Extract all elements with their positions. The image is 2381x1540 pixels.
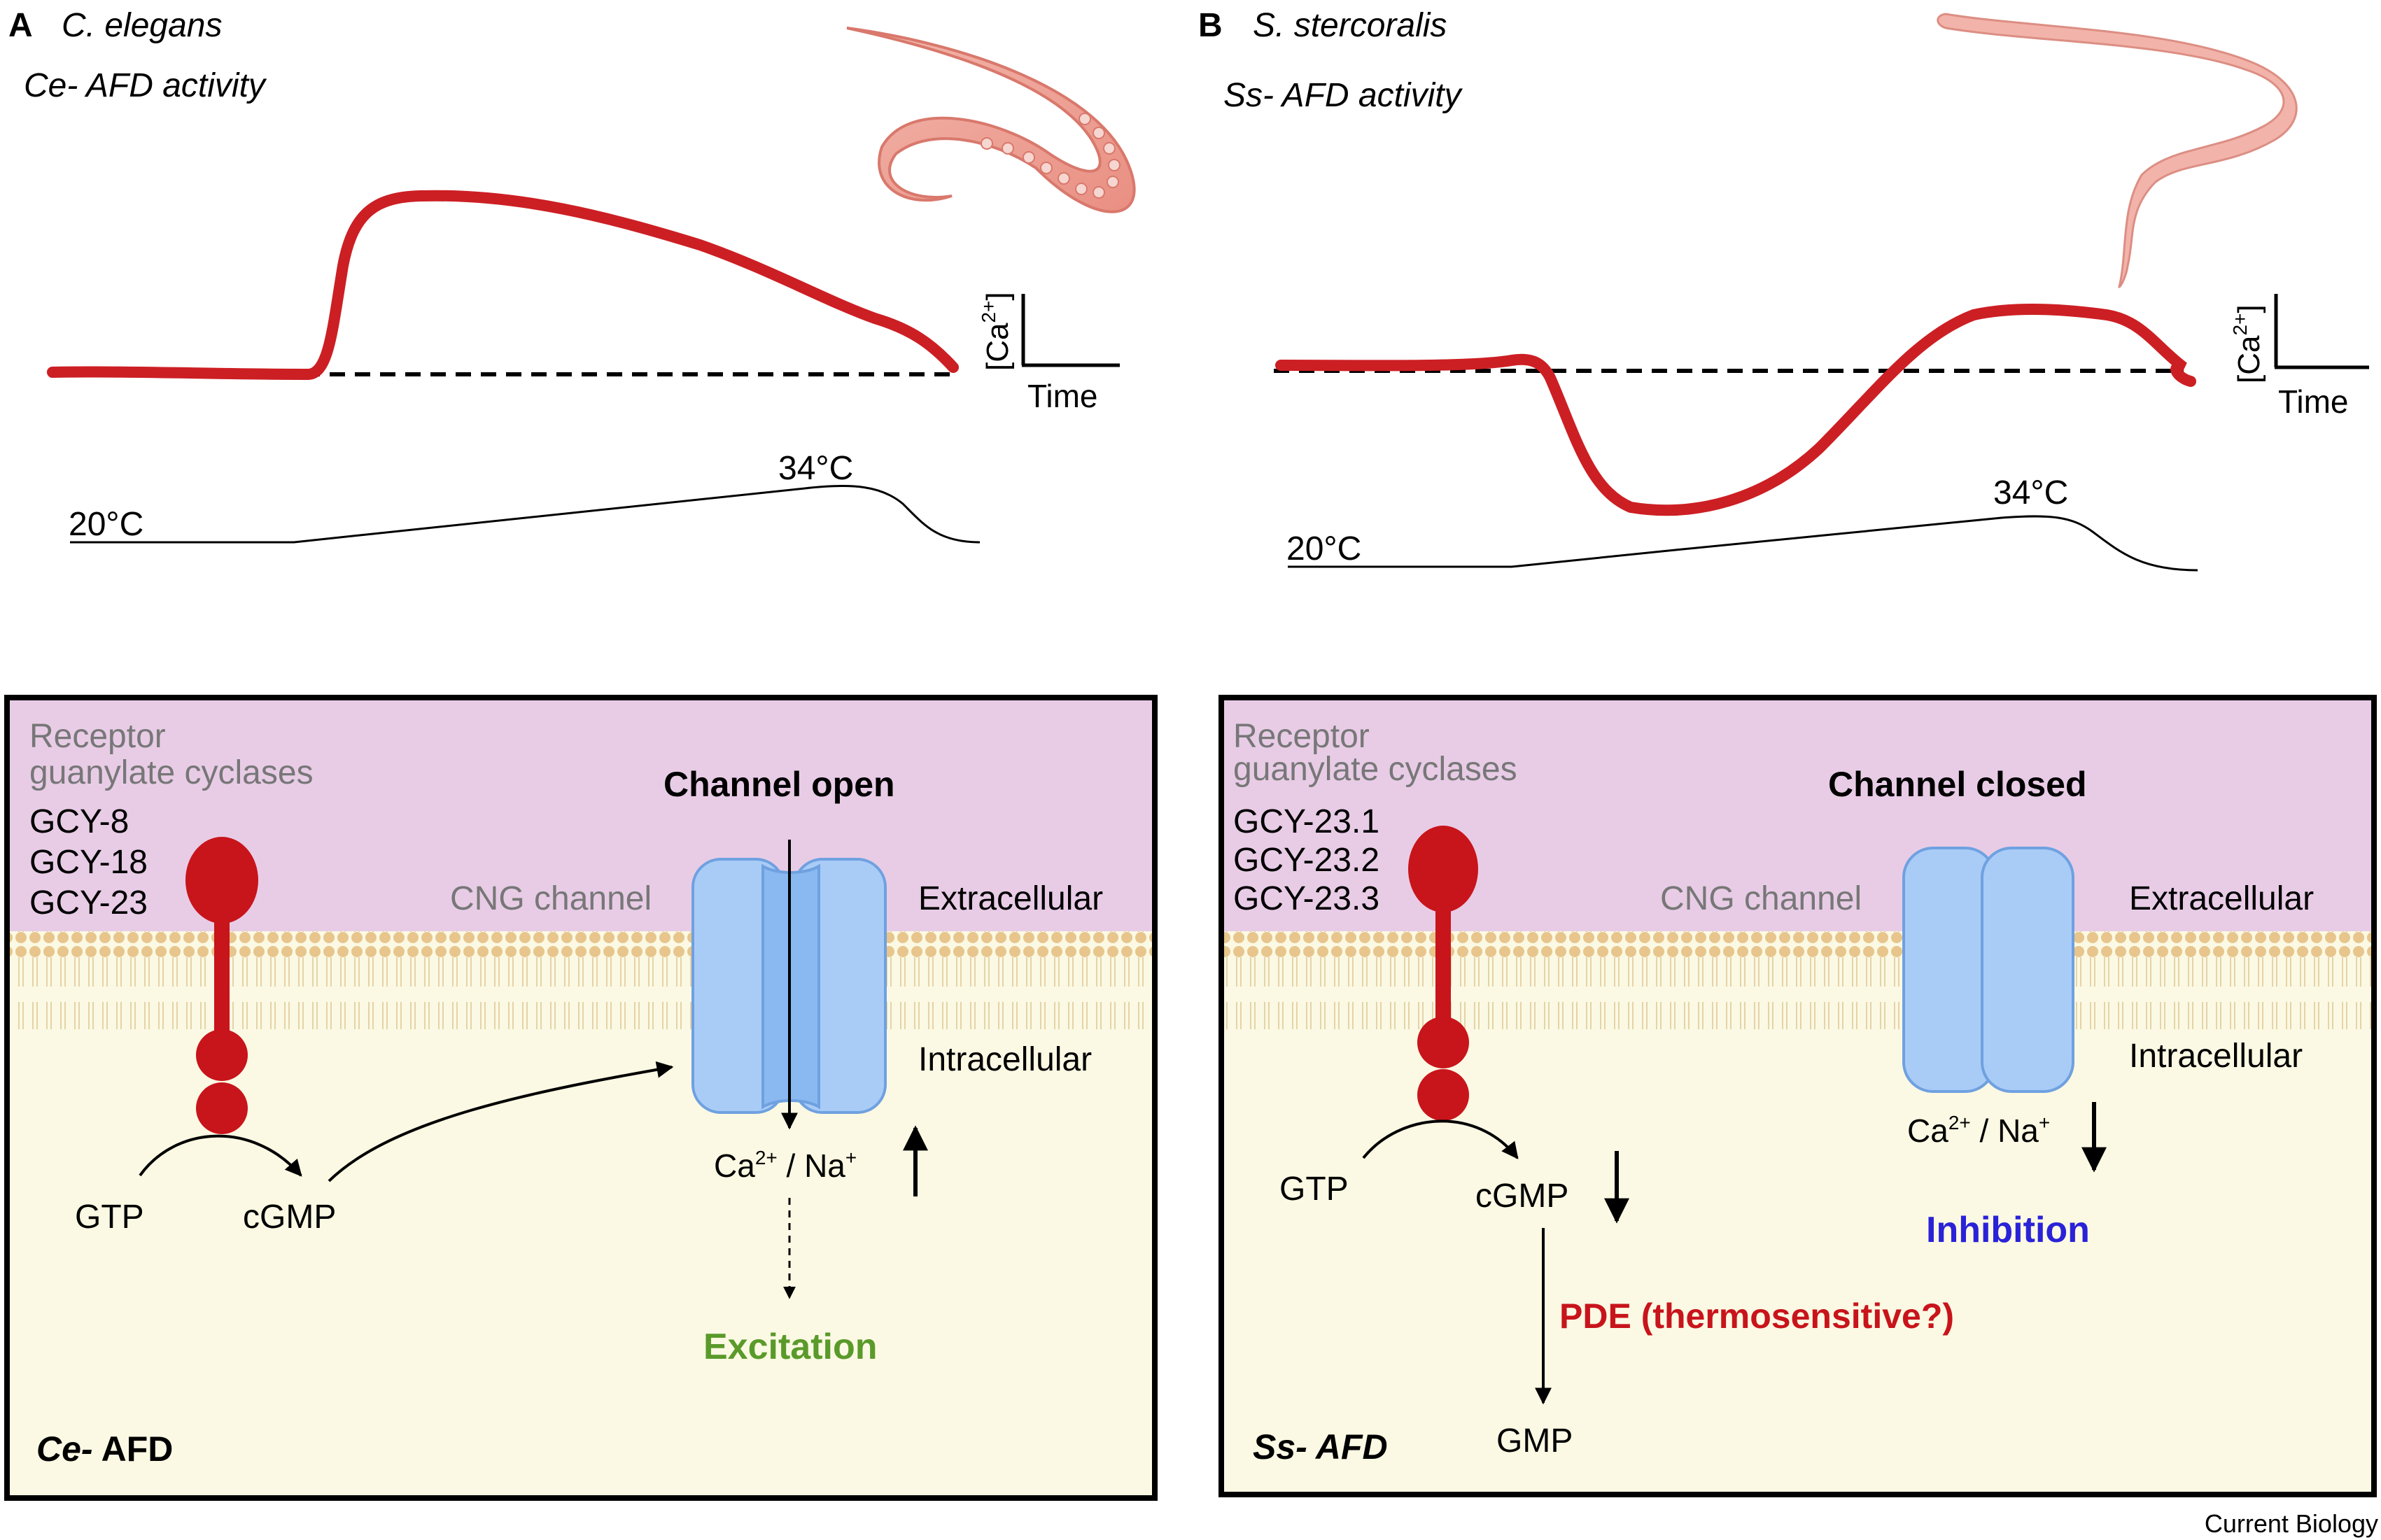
panel-a-scale-time: Time	[1027, 378, 1098, 414]
panel-b-activity-label: Ss- AFD activity	[1223, 77, 1463, 114]
panel-a-species: C. elegans	[62, 7, 222, 44]
panel-b-temp-high: 34°C	[1993, 474, 2068, 511]
panel-a-extracellular-label: Extracellular	[918, 880, 1103, 917]
panel-b-receptor-line2: guanylate cyclases	[1233, 751, 1517, 788]
panel-b-outcome: Inhibition	[1926, 1210, 2090, 1250]
panel-a-temp-low: 20°C	[69, 506, 143, 543]
panel-b-temperature-trace	[1288, 515, 2198, 572]
panel-b-gmp: GMP	[1496, 1422, 1573, 1460]
panel-b-extracellular-label: Extracellular	[2129, 880, 2314, 917]
panel-b-corner-label: Ss- AFD	[1253, 1427, 1388, 1467]
panel-a-trace: A C. elegans Ce- AFD activity [Ca2+] Tim…	[8, 7, 1136, 544]
panel-a-gtp: GTP	[75, 1199, 144, 1236]
panel-a-activity-label: Ce- AFD activity	[24, 67, 267, 104]
panel-b-box-border	[1218, 695, 2377, 1497]
panel-b-gcy-3: GCY-23.3	[1233, 880, 1379, 917]
panel-a-letter: A	[8, 7, 33, 44]
panel-a-ions: Ca2+ / Na+	[714, 1147, 857, 1184]
panel-a-membrane	[7, 931, 1155, 1029]
panel-b-intracellular-label: Intracellular	[2129, 1038, 2303, 1075]
panel-a-cng-label: CNG channel	[450, 880, 652, 917]
panel-a-receptor-line2: guanylate cyclases	[29, 754, 314, 791]
panel-b-pde: PDE (thermosensitive?)	[1559, 1297, 1954, 1336]
panel-b-extracellular-region	[1221, 698, 2374, 931]
panel-b-scale-ca: [Ca2+]	[2229, 304, 2266, 383]
panel-b-receptor-line1: Receptor	[1233, 718, 1370, 755]
panel-a-scale-ca: [Ca2+]	[978, 292, 1015, 371]
panel-a-corner-label: Ce- AFD	[36, 1429, 173, 1469]
s-stercoralis-worm-illustration	[1937, 13, 2298, 288]
footer-journal: Current Biology	[2205, 1509, 2378, 1538]
panel-a-channel-state: Channel open	[663, 765, 895, 804]
panel-b-temp-low: 20°C	[1286, 530, 1361, 567]
panel-b-trace: B S. stercoralis Ss- AFD activity [Ca2+]…	[1198, 7, 2369, 572]
panel-a-cng-channel-open	[691, 858, 887, 1114]
panel-a-box-border	[4, 695, 1158, 1501]
panel-a-receptor-line1: Receptor	[29, 718, 166, 755]
panel-b-scale-time: Time	[2278, 383, 2349, 420]
panel-a-calcium-trace	[47, 190, 959, 381]
panel-a-intracellular-label: Intracellular	[918, 1041, 1092, 1078]
panel-b-ions: Ca2+ / Na+	[1907, 1112, 2050, 1149]
panel-b-gtp: GTP	[1279, 1171, 1349, 1208]
panel-b-cng-channel-closed	[1902, 847, 2074, 1093]
panel-b-receptor-guanylate-cyclase	[1408, 826, 1478, 1121]
panel-b-signaling-box: Receptor guanylate cyclases GCY-23.1 GCY…	[1218, 695, 2377, 1497]
panel-b-cng-label: CNG channel	[1660, 880, 1862, 917]
panel-a-outcome: Excitation	[703, 1327, 878, 1367]
panel-a-gcy-3: GCY-23	[29, 884, 148, 921]
panel-a-signaling-box: Receptor guanylate cyclases GCY-8 GCY-18…	[4, 695, 1158, 1501]
panel-a-gcy-1: GCY-8	[29, 803, 129, 840]
panel-b-gcy-2: GCY-23.2	[1233, 842, 1379, 879]
panel-a-gtp-cgmp-arrow	[139, 1134, 302, 1177]
panel-b-calcium-trace	[1275, 304, 2196, 516]
panel-a-temperature-trace	[70, 485, 981, 544]
panel-b-channel-state: Channel closed	[1828, 765, 2087, 804]
c-elegans-worm-illustration	[846, 27, 1136, 213]
panel-a-cgmp-to-channel-arrow	[328, 1061, 674, 1182]
panel-b-letter: B	[1198, 7, 1223, 44]
panel-a-cgmp: cGMP	[243, 1199, 336, 1236]
panel-b-cgmp: cGMP	[1475, 1178, 1568, 1215]
panel-a-temp-high: 34°C	[778, 450, 853, 487]
panel-b-membrane	[1221, 931, 2374, 1029]
panel-a-receptor-guanylate-cyclase	[185, 837, 258, 1134]
panel-b-gcy-1: GCY-23.1	[1233, 803, 1379, 840]
panel-a-gcy-2: GCY-18	[29, 844, 148, 881]
panel-b-gtp-cgmp-arrow	[1362, 1119, 1519, 1159]
panel-b-species: S. stercoralis	[1253, 7, 1447, 44]
